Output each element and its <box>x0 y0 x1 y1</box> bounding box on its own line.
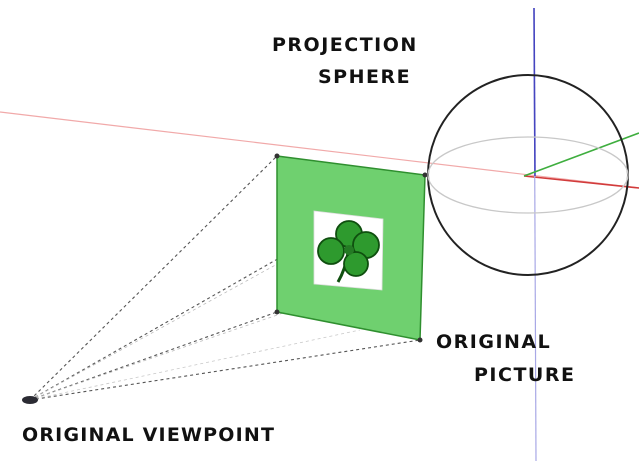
projection-sphere-label-line1: PROJECTION <box>272 36 418 55</box>
blue-axis-solid-segment <box>534 8 535 176</box>
original-picture-label-line2: PICTURE <box>474 366 575 385</box>
original-picture-label-line1: ORIGINAL <box>436 333 551 352</box>
corner-marker-tr <box>423 173 428 178</box>
viewpoint-icon <box>22 396 38 404</box>
corner-marker-br <box>418 338 423 343</box>
ray-bottom-right <box>30 340 420 400</box>
clover-center <box>344 245 354 255</box>
ray-top-left <box>30 156 277 400</box>
clover-leaf-bottom <box>344 252 368 276</box>
viewpoint-dot <box>22 396 38 404</box>
corner-marker-tl <box>275 154 280 159</box>
clover-leaf-left <box>318 238 344 264</box>
projection-sphere-label-line2: SPHERE <box>318 68 411 87</box>
corner-marker-bl <box>275 310 280 315</box>
ray-faint-3 <box>30 330 360 400</box>
red-axis-solid-segment <box>524 176 639 188</box>
original-viewpoint-label: ORIGINAL VIEWPOINT <box>22 426 275 445</box>
ray-bottom-left <box>30 312 277 400</box>
